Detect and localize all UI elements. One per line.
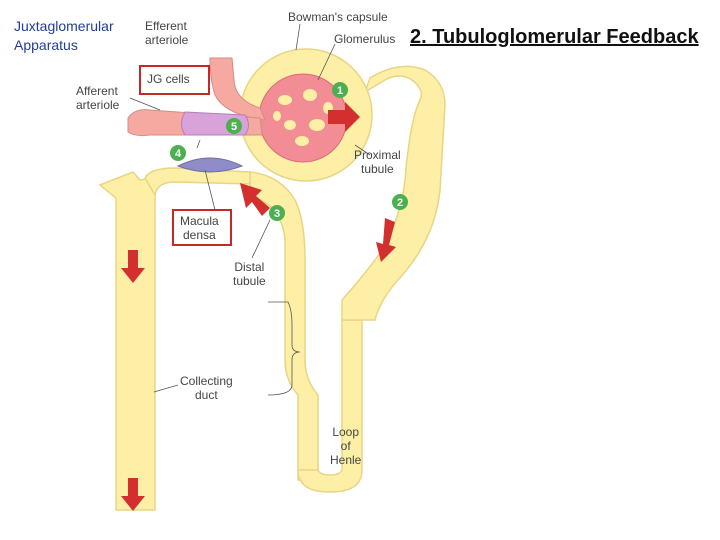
label-bowmans-capsule: Bowman's capsule [288,10,388,24]
highlight-box-jg-cells [139,65,210,95]
svg-text:4: 4 [175,148,182,160]
step-marker-3: 3 [269,205,285,221]
flow-arrow-descending [376,218,396,262]
glomerulus [258,73,348,163]
label-afferent-arteriole: Afferent arteriole [76,84,119,112]
label-macula-line-2: densa [182,228,216,242]
svg-text:2: 2 [397,197,403,209]
step-marker-2: 2 [392,194,408,210]
flow-arrow-proximal [328,102,360,132]
svg-text:5: 5 [231,121,237,133]
slide-heading-left: Juxtaglomerular Apparatus [14,17,114,55]
flow-arrow-distal [240,183,270,216]
label-glomerulus: Glomerulus [334,32,396,46]
label-efferent-line-1: Efferent [145,19,187,33]
heading-line-2: Apparatus [14,37,78,53]
step-marker-1: 1 [332,82,348,98]
label-distal-line-1: Distal [234,260,265,274]
flow-arrow-duct-bottom [121,478,145,511]
label-distal-line-2: tubule [233,274,266,288]
step-marker-4: 4 [170,145,186,161]
connecting-segment [144,167,251,198]
flow-arrows [121,102,396,511]
label-jg-cells: JG cells [147,72,190,86]
label-proximal-tubule: Proximal tubule [354,148,401,176]
distal-tubule [249,171,319,481]
macula-densa [176,157,244,173]
slide-title: 2. Tubuloglomerular Feedback [410,26,699,48]
label-loop-line-1: Loop [332,425,360,439]
label-collecting-duct: Collecting duct [180,374,233,402]
step-marker-5: 5 [226,118,242,134]
label-distal-tubule: Distal tubule [233,260,266,288]
label-proximal-line-1: Proximal [354,148,401,162]
heading-line-1: Juxtaglomerular [14,18,114,34]
label-loop-of-henle: Loop of Henle [330,425,361,467]
label-macula-line-1: Macula [180,214,219,228]
label-macula-densa: Macula densa [180,214,219,242]
highlight-box-macula-densa [172,209,232,246]
label-collecting-line-1: Collecting [180,374,233,388]
step-markers: 1 2 3 4 5 [170,82,408,221]
label-collecting-line-2: duct [195,388,218,402]
flow-arrow-duct-top [121,250,145,283]
proximal-tubule [341,65,446,321]
svg-text:3: 3 [274,208,280,220]
label-afferent-line-2: arteriole [76,98,120,112]
label-efferent-line-2: arteriole [145,33,189,47]
label-loop-line-3: Henle [330,453,362,467]
label-efferent-arteriole: Efferent arteriole [145,19,188,47]
leader-lines [129,23,371,396]
collecting-duct [98,171,156,511]
label-proximal-line-2: tubule [360,162,394,176]
label-loop-line-2: of [340,439,351,453]
svg-text:1: 1 [337,85,343,97]
label-afferent-line-1: Afferent [76,84,118,98]
